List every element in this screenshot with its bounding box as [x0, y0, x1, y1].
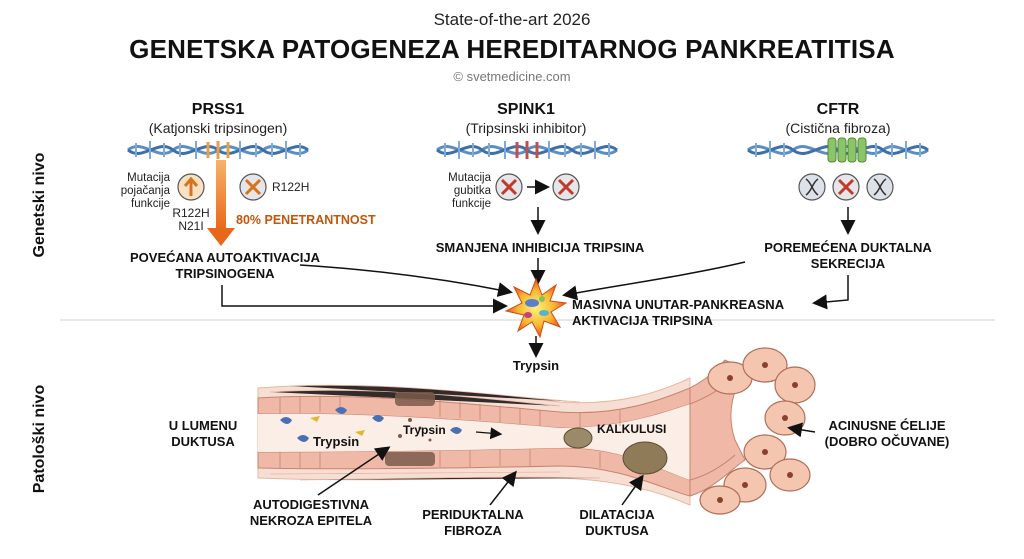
mutation-type-spink1: Mutacija gubitka funkcije	[448, 172, 491, 210]
arrow-connector	[621, 474, 644, 506]
x-mark-icon	[239, 173, 267, 201]
pancreatic-duct-illustration	[257, 359, 746, 506]
trypsin-label: Trypsin	[512, 358, 560, 373]
arrow-connector	[475, 427, 503, 440]
dna-helix-icon	[866, 173, 894, 201]
dna-helix-icon	[436, 141, 618, 159]
gene-name-spink1: SPINK1	[497, 101, 555, 118]
arrow-connector	[562, 261, 746, 301]
calculi-label: KALKULUSI	[597, 422, 667, 436]
arrow-connector	[489, 470, 517, 506]
arrow-connector	[812, 275, 849, 310]
arrow-connector	[299, 264, 513, 298]
variant-label: R122H	[272, 180, 310, 194]
lumen-label: U LUMENU DUKTUSA	[168, 418, 238, 449]
cftr-channel-icon	[827, 137, 867, 163]
gene-desc-prss1: (Katjonski tripsinogen)	[148, 120, 288, 136]
gene-desc-cftr: (Cistična fibroza)	[785, 120, 891, 136]
necrosis-label: AUTODIGESTIVNA NEKROZA EPITELA	[249, 497, 373, 528]
page-title: GENETSKA PATOGENEZA HEREDITARNOG PANKREA…	[129, 34, 895, 64]
trypsin-label: Trypsin	[403, 423, 446, 437]
dna-helix-icon	[798, 173, 826, 201]
effect-label-cftr: POREMEĆENA DUKTALNA SEKRECIJA	[764, 240, 932, 271]
variant-label: R122H N21I	[172, 206, 210, 233]
gene-desc-spink1: (Tripsinski inhibitor)	[465, 120, 587, 136]
gene-name-prss1: PRSS1	[191, 101, 245, 118]
subtitle: State-of-the-art 2026	[433, 10, 591, 29]
penetrance-label: 80% PENETRANTNOST	[236, 213, 376, 227]
copyright-text: © svetmedicine.com	[453, 69, 571, 84]
calculus-stone	[563, 427, 593, 449]
level-label-pathologic: Patološki nivo	[31, 384, 48, 494]
activation-burst-icon	[504, 277, 568, 339]
calculus-stone	[622, 441, 668, 475]
mutation-type-prss1: Mutacija pojačanja funkcije	[120, 172, 170, 210]
arrow-connector	[317, 446, 391, 496]
fibrosis-label: PERIDUKTALNA FIBROZA	[422, 507, 524, 538]
penetrance-arrow	[207, 160, 235, 246]
arrow-connector	[787, 422, 816, 438]
dna-helix-icon	[127, 141, 309, 159]
gene-name-cftr: CFTR	[816, 101, 860, 118]
arrow-connector	[221, 285, 508, 314]
effect-label-spink1: SMANJENA INHIBICIJA TRIPSINA	[435, 240, 645, 255]
convergence-label: MASIVNA UNUTAR-PANKREASNA AKTIVACIJA TRI…	[572, 297, 784, 328]
dilation-label: DILATACIJA DUKTUSA	[579, 507, 655, 538]
dna-helix-icon	[747, 137, 929, 163]
acinar-label: ACINUSNE ĆELIJE (DOBRO OČUVANE)	[824, 418, 950, 449]
effect-label-prss1: POVEĆANA AUTOAKTIVACIJA TRIPSINOGENA	[130, 250, 320, 281]
level-label-genetic: Genetski nivo	[31, 152, 48, 258]
x-mark-icon	[495, 173, 523, 201]
x-mark-icon	[832, 173, 860, 201]
up-arrow-icon	[177, 173, 205, 201]
x-mark-icon	[552, 173, 580, 201]
trypsin-label: Trypsin	[313, 434, 360, 449]
